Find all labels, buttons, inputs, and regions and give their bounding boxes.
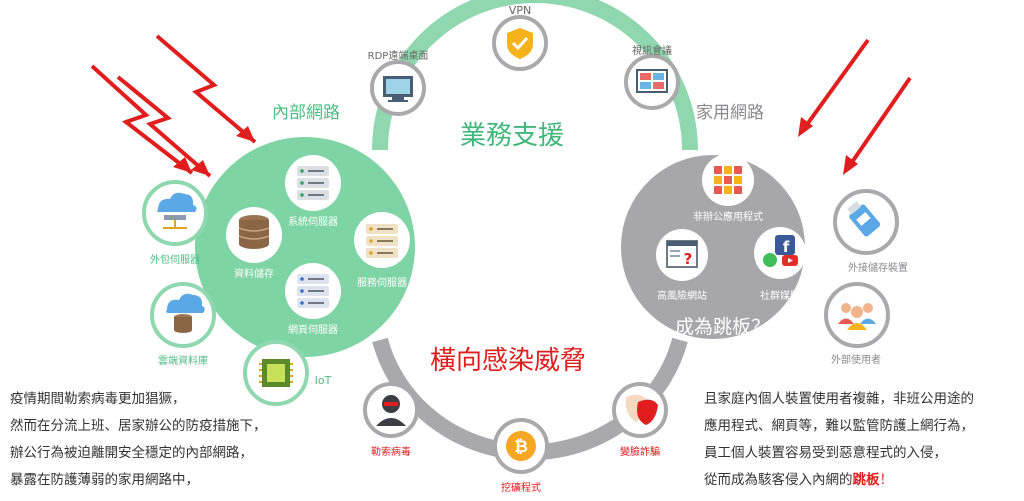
vpn-shield-icon	[492, 15, 548, 71]
web-server-label: 網頁伺服器	[288, 325, 338, 336]
non-office-app-icon	[702, 154, 754, 206]
external-user-icon	[824, 282, 890, 348]
iot-label: IoT	[314, 374, 332, 387]
left-description: 疫情期間勒索病毒更加猖獗， 然而在分流上班、居家辦公的防疫措施下， 辦公行為被迫…	[10, 386, 267, 494]
high-risk-site-label: 高風險網站	[657, 291, 707, 302]
right-line-4: 從而成為駭客侵入內網的跳板！	[704, 467, 974, 494]
internal-network-title: 內部網路	[272, 103, 340, 123]
data-storage-icon	[226, 207, 282, 263]
right-line-2: 應用程式、網頁等，難以監管防護上網行為，	[704, 418, 974, 434]
svg-text:f: f	[783, 238, 790, 256]
attack-arrow-right-2	[843, 76, 912, 175]
external-storage-icon	[833, 189, 899, 255]
video-conference-icon	[624, 54, 680, 110]
right-line-4-suffix: ！	[879, 472, 894, 488]
mining-label: 挖礦程式	[501, 483, 541, 494]
cloud-db-label: 雲端資料庫	[158, 356, 208, 367]
attack-arrow-right-1	[798, 38, 870, 137]
social-media-icon: f	[754, 227, 806, 279]
home-network-title: 家用網路	[696, 103, 764, 123]
right-line-3: 員工個人裝置容易受到惡意程式的入侵，	[704, 445, 947, 461]
svg-text:₿: ₿	[514, 437, 528, 457]
left-line-4: 暴露在防護薄弱的家用網路中，	[10, 472, 199, 488]
outsourced-server-label: 外包伺服器	[150, 255, 200, 266]
right-description: 且家庭內個人裝置使用者複雜，非班公用途的 應用程式、網頁等，難以監管防護上網行為…	[704, 386, 974, 494]
svg-text:?: ?	[684, 250, 693, 268]
attack-arrow-left-1	[155, 34, 257, 144]
service-server-label: 服務伺服器	[357, 278, 407, 289]
deepfake-label: 變臉詐騙	[620, 447, 660, 458]
social-media-label: 社群媒體	[760, 291, 800, 302]
ransomware-hacker-icon	[363, 382, 419, 438]
attack-arrow-left-3	[116, 75, 212, 178]
outsourced-server-icon	[142, 180, 208, 246]
web-server-icon	[285, 263, 341, 319]
left-line-3: 辦公行為被迫離開安全穩定的內部網路，	[10, 445, 253, 461]
iot-chip-icon	[243, 340, 309, 406]
high-risk-website-icon: ?	[656, 229, 708, 281]
left-line-2: 然而在分流上班、居家辦公的防疫措施下，	[10, 418, 267, 434]
internal-network-circle	[195, 137, 415, 357]
video-conference-label: 視訊會議	[632, 46, 672, 57]
lateral-threat-label: 橫向感染威脅	[430, 346, 587, 376]
cloud-database-icon	[150, 282, 216, 348]
external-storage-label: 外接儲存裝置	[848, 263, 908, 274]
ransomware-label: 勒索病毒	[371, 447, 411, 458]
data-storage-label: 資料儲存	[234, 269, 274, 280]
deepfake-mask-icon	[612, 382, 668, 438]
left-line-1: 疫情期間勒索病毒更加猖獗，	[10, 391, 186, 407]
stepping-stone-highlight: 跳板	[852, 472, 880, 488]
right-line-1: 且家庭內個人裝置使用者複雜，非班公用途的	[704, 391, 974, 407]
rdp-remote-desktop-icon	[370, 60, 426, 116]
right-line-4-prefix: 從而成為駭客侵入內網的	[704, 472, 853, 488]
system-server-label: 系統伺服器	[288, 217, 338, 228]
vpn-label: VPN	[508, 4, 532, 17]
system-server-icon	[285, 155, 341, 211]
mining-bitcoin-icon: ₿	[493, 418, 549, 474]
non-office-app-label: 非辦公應用程式	[693, 212, 763, 223]
service-server-icon	[354, 212, 410, 268]
rdp-label: RDP遠端桌面	[367, 51, 429, 62]
external-user-label: 外部使用者	[831, 355, 881, 366]
attack-arrow-left-2	[90, 64, 194, 175]
business-support-label: 業務支援	[460, 121, 565, 151]
stepping-stone-label: 成為跳板？	[675, 316, 771, 338]
home-network-circle	[621, 155, 805, 339]
